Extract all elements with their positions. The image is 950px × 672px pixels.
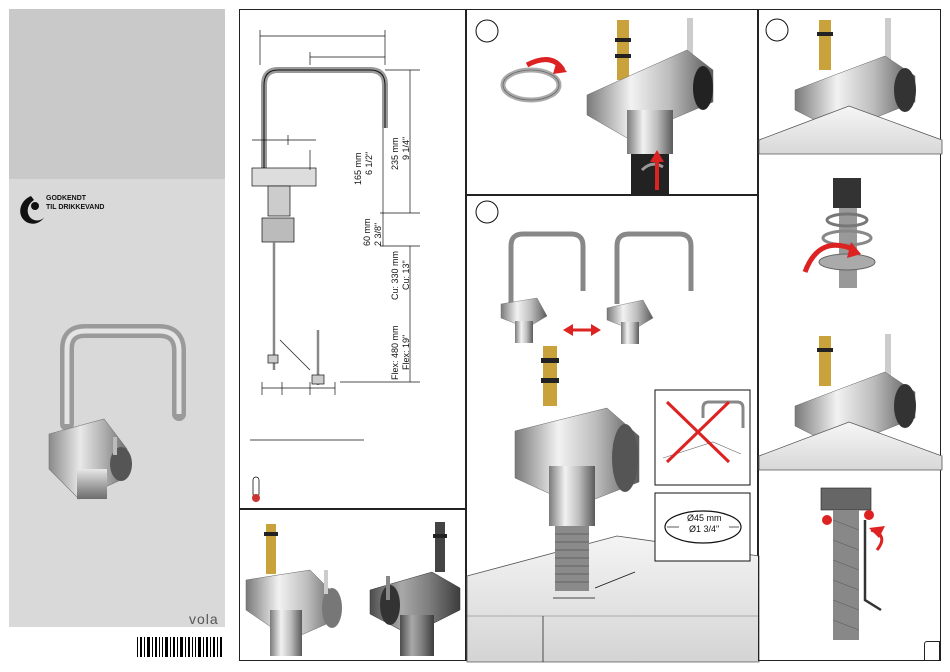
dim-thread-mm: 60 mm <box>362 218 372 246</box>
faucet-dimension-drawing <box>240 10 467 510</box>
finish-variants-panel <box>239 509 466 661</box>
dim-spout-height-mm: 165 mm <box>353 152 363 185</box>
faucet-finish-variants-image <box>240 510 467 662</box>
dimension-drawing-panel: 165 mm 6 1/2" 235 mm 9 1/4" 60 mm 2 3/8"… <box>239 9 466 509</box>
barcode-image <box>9 9 225 661</box>
thermometer-icon <box>252 477 260 502</box>
step-b-panel: Ø45 mm Ø1 3/4" <box>466 195 758 661</box>
dim-total-height-in: 9 1/4" <box>401 137 411 160</box>
step-b-image <box>467 196 759 662</box>
dim-cu-mm: Cu: 330 mm <box>390 251 400 300</box>
step-a-marker <box>476 20 498 42</box>
step-c-panel <box>758 9 941 661</box>
step-b-marker <box>476 201 498 223</box>
dim-total-height-mm: 235 mm <box>390 137 400 170</box>
cover-panel: GODKENDT TIL DRIKKEVAND vola <box>9 9 225 661</box>
dim-thread-in: 2 3/8" <box>373 223 383 246</box>
dim-cu-in: Cu: 13" <box>401 260 411 290</box>
page-corner-mark <box>924 641 940 661</box>
step-c-image <box>759 10 942 662</box>
dim-flex-in: Flex: 19" <box>401 335 411 370</box>
hole-diameter-mm: Ø45 mm <box>687 513 722 523</box>
dim-flex-mm: Flex: 480 mm <box>390 325 400 380</box>
hole-diameter-in: Ø1 3/4" <box>689 524 719 534</box>
dim-spout-height-in: 6 1/2" <box>364 152 374 175</box>
step-a-image <box>467 10 759 196</box>
step-a-panel <box>466 9 758 195</box>
step-c-marker <box>766 19 788 41</box>
